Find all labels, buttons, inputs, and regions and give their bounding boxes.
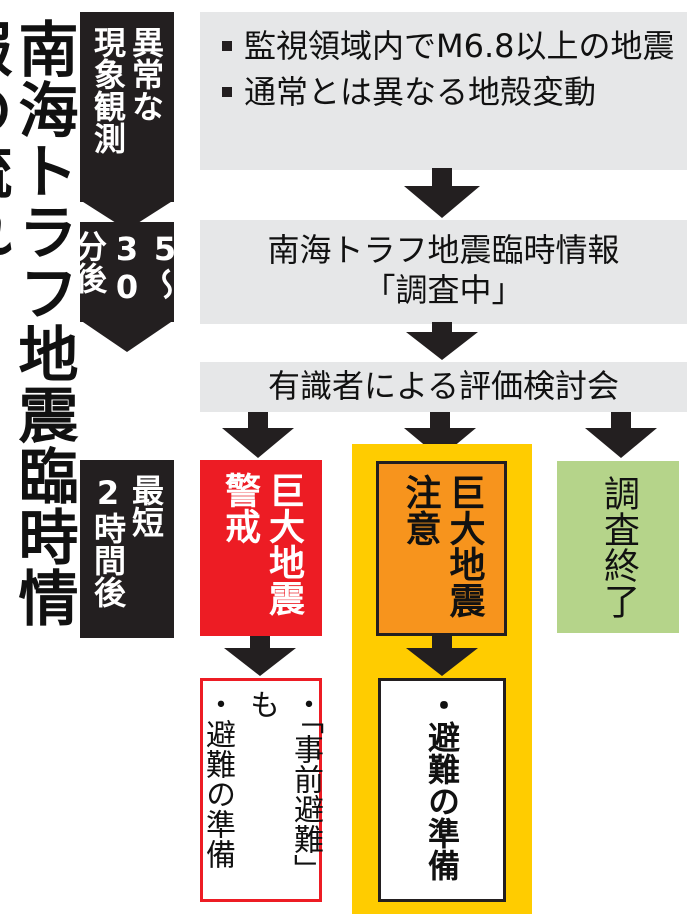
caution-action-1: ・避難の準備: [423, 689, 461, 881]
stage2-line2: 30分後: [70, 230, 146, 306]
interim-info-title: 南海トラフ地震臨時情報: [267, 231, 620, 269]
bullet-icon: [222, 87, 232, 97]
warning-action-1: ・「事前避難」も: [244, 689, 323, 884]
warning-action-2: ・避難の準備: [200, 689, 235, 869]
warning-line1: 巨大地震: [263, 472, 304, 616]
stage-5-30min: 5〜 30分後: [70, 222, 184, 322]
arrow-down-icon: [404, 412, 476, 458]
caution-line2: 注意: [399, 474, 441, 546]
observation-item-2: 通常とは異なる地殻変動: [222, 72, 675, 112]
observation-item-1-text: 監視領域内でM6.8以上の地震: [244, 27, 675, 65]
arrow-down-icon: [406, 322, 478, 360]
investigation-end-label: 調査終了: [598, 475, 639, 619]
stage-abnormal-observation: 異常な 現象観測: [80, 12, 174, 202]
observation-box: 監視領域内でM6.8以上の地震 通常とは異なる地殻変動: [200, 12, 687, 170]
warning-line2: 警戒: [219, 472, 260, 544]
warning-actions: ・「事前避難」も ・避難の準備: [195, 689, 327, 899]
stage3-line1: 最短: [127, 474, 165, 538]
arrow-down-icon: [585, 412, 657, 458]
interim-info-status: 「調査中」: [363, 271, 524, 309]
warning-actions-box: ・「事前避難」も ・避難の準備: [200, 678, 323, 902]
caution-line1: 巨大地震: [443, 474, 485, 618]
caution-label: 巨大地震 注意: [398, 474, 486, 633]
committee-box: 有識者による評価検討会: [200, 362, 687, 412]
caution-actions-box: ・避難の準備: [378, 678, 506, 902]
stage3-line2: 2時間後: [89, 474, 127, 608]
observation-item-2-text: 通常とは異なる地殻変動: [244, 73, 597, 111]
arrow-down-icon: [406, 636, 478, 676]
warning-label: 巨大地震 警戒: [217, 472, 305, 636]
stage1-chevron: [80, 200, 174, 230]
stage2-chevron: [80, 320, 174, 352]
caution-box: 巨大地震 注意: [376, 461, 507, 636]
arrow-down-icon: [224, 636, 296, 676]
stage-min-2h-label: 最短 2時間後: [89, 474, 165, 638]
stage2-line1: 5〜: [146, 230, 184, 300]
stage-5-30min-label: 5〜 30分後: [70, 230, 184, 322]
stage1-line2: 現象観測: [89, 26, 127, 154]
stage1-line1: 異常な: [127, 26, 165, 122]
bullet-icon: [222, 41, 232, 51]
arrow-down-icon: [404, 168, 480, 218]
diagram-title: 南海トラフ地震臨時情報の流れ: [0, 18, 78, 628]
investigation-end-box: 調査終了: [557, 461, 679, 633]
stage-abnormal-observation-label: 異常な 現象観測: [89, 26, 165, 202]
observation-item-1: 監視領域内でM6.8以上の地震: [222, 26, 675, 66]
arrow-down-icon: [222, 412, 294, 458]
stage-min-2h: 最短 2時間後: [80, 460, 174, 638]
warning-box: 巨大地震 警戒: [200, 460, 322, 636]
interim-info-box: 南海トラフ地震臨時情報 「調査中」: [200, 220, 687, 324]
